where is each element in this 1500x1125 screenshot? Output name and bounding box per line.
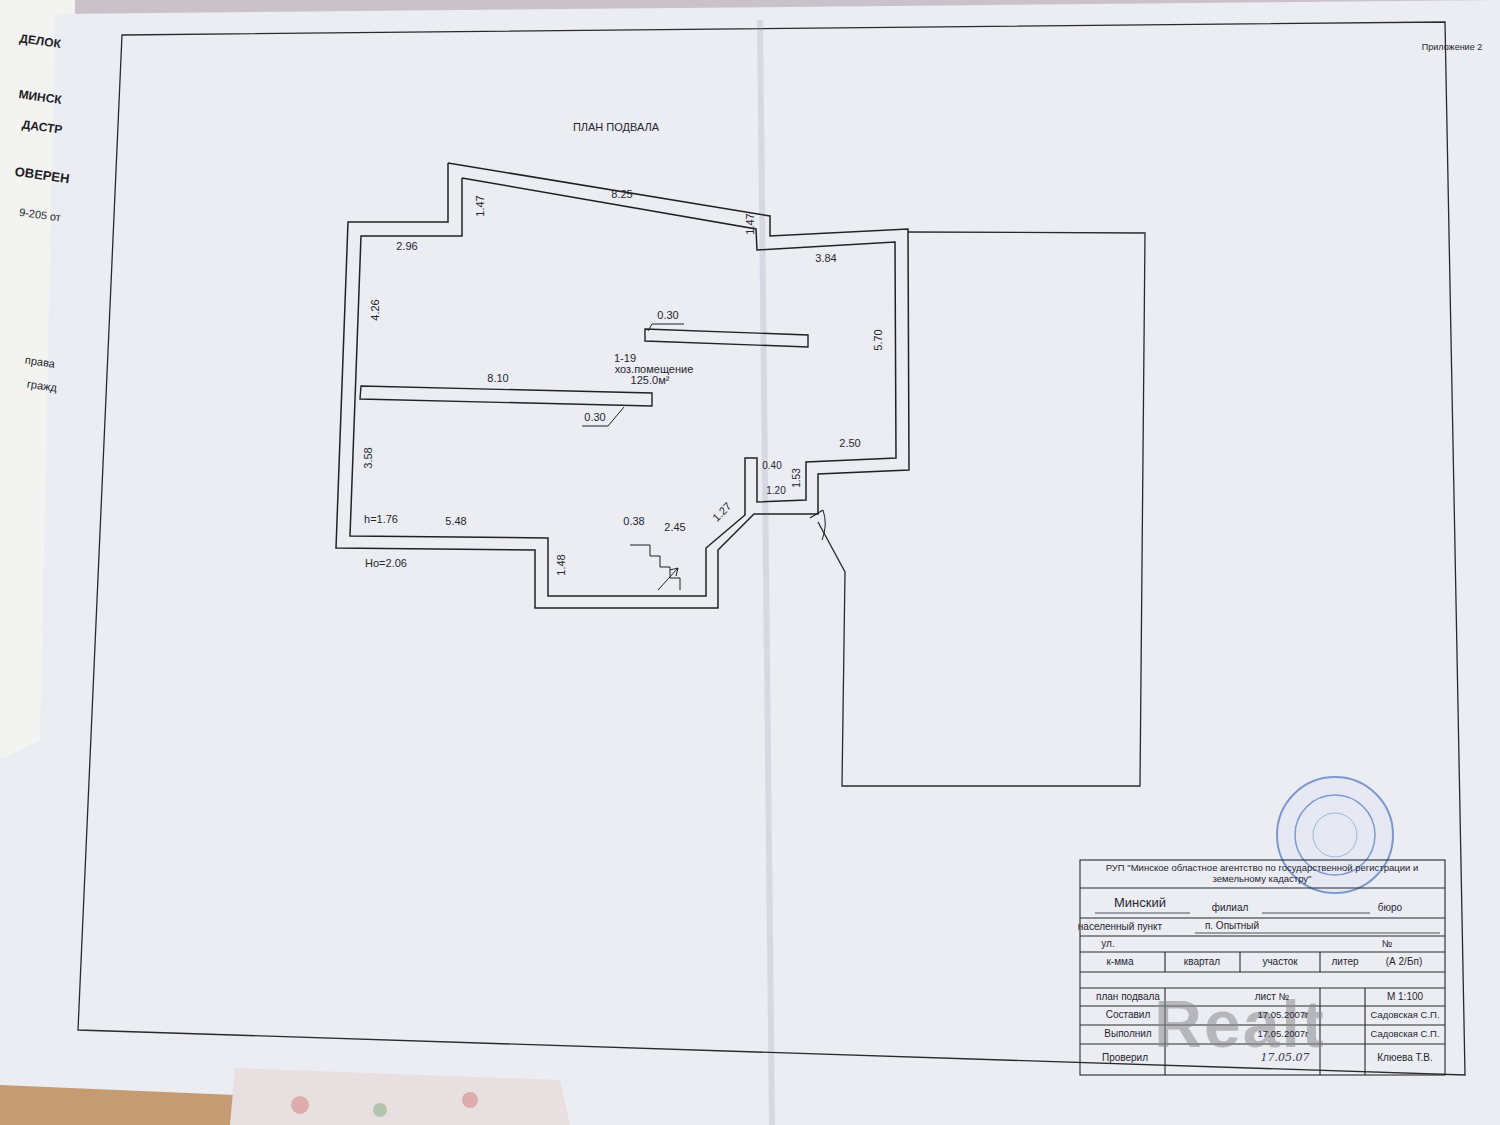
title-block-cell: (А 2/Бп) (1386, 956, 1422, 968)
dimension: 3.58 (362, 447, 375, 468)
cloth-flower (373, 1103, 387, 1117)
drawing-frame (78, 22, 1465, 1075)
title-block-cell: № (1382, 938, 1393, 950)
table-wood (0, 1085, 235, 1125)
title-block-cell: Минский (1114, 896, 1166, 911)
title-block-cell: участок (1262, 956, 1297, 968)
title-block-cell: Садовская С.П. (1370, 1010, 1439, 1021)
room-area: 125.0м² (631, 374, 670, 386)
dimension: 8.10 (487, 372, 508, 385)
title-block-cell: Садовская С.П. (1370, 1029, 1439, 1040)
title-block-cell: 17.05.2007г (1257, 1010, 1308, 1021)
cloth-flower (462, 1092, 478, 1108)
title-block-cell: Составил (1106, 1009, 1151, 1021)
dimension: 2.96 (396, 240, 417, 253)
leader-line (582, 407, 624, 426)
dimension: 2.45 (664, 521, 685, 534)
dimension: 1.20 (766, 485, 785, 497)
dimension: 0.30 (584, 411, 605, 424)
underlying-document-text: ДАСТР (21, 118, 63, 137)
title-block-cell: к-мма (1106, 956, 1133, 968)
sheet-note: Приложение 2 (1422, 42, 1482, 52)
underlying-document-text: 9-205 от (18, 206, 61, 224)
dimension: 0.30 (657, 309, 678, 322)
title-block-cell: 17.05.2007г (1257, 1029, 1308, 1040)
partition-wall (360, 386, 652, 406)
footprint-outline (818, 232, 1145, 786)
stamp (1313, 813, 1357, 857)
basement-room: 1-19хоз.помещение125.0м² (335, 160, 910, 610)
dimension: 1.47 (474, 195, 487, 216)
dimension: 5.70 (872, 329, 885, 350)
dimension: 2.50 (839, 437, 860, 450)
cloth (230, 1068, 570, 1125)
title-block-cell: бюро (1378, 902, 1402, 914)
dimension: 8.25 (611, 188, 632, 201)
leader-line (648, 324, 652, 331)
underlying-document-text: МИНСК (18, 88, 63, 108)
dimension: h=1.76 (364, 513, 398, 526)
underlying-document-text: ДЕЛОК (18, 32, 61, 51)
title-block-cell: РУП "Минское областное агентство по госу… (1097, 863, 1427, 885)
dimension: 1.27 (710, 500, 734, 524)
wall-line (336, 163, 909, 608)
stair-arrow (658, 568, 678, 590)
dimension: 4.26 (369, 299, 382, 320)
title-block-cell: 17.05.07 (1261, 1052, 1310, 1065)
dimension: 1.47 (744, 213, 757, 234)
dimension: 1.48 (555, 554, 568, 575)
title-block-cell: М 1:100 (1387, 991, 1423, 1003)
dimension: 0.40 (762, 460, 781, 472)
room-number: 1-19 (614, 352, 636, 364)
underlying-document-text: гражд (26, 378, 57, 395)
title-block-cell: Клюева Т.В. (1377, 1052, 1433, 1064)
title-block-cell: филиал (1212, 902, 1249, 914)
dimension: 0.38 (623, 515, 644, 528)
dimension: Ho=2.06 (365, 557, 407, 570)
underlying-document-text: права (24, 354, 55, 371)
room-walls (335, 160, 910, 610)
title-block-cell: п. Опытный (1205, 920, 1259, 932)
title-block-cell: литер (1331, 956, 1358, 968)
title-block-cell: квартал (1184, 956, 1220, 968)
wall-line (350, 178, 896, 596)
door-swing (822, 510, 825, 540)
title-block-cell: Проверил (1102, 1052, 1148, 1064)
dimension: 3.84 (815, 252, 836, 265)
title-block (1080, 860, 1445, 1075)
title-block-cell: ул. (1101, 938, 1114, 950)
title-block-cell: населенный пункт (1078, 921, 1162, 933)
cloth-flower (291, 1096, 309, 1114)
title-block-cell: Выполнил (1104, 1028, 1151, 1040)
stair-steps (630, 545, 680, 590)
plan-title: ПЛАН ПОДВАЛА (573, 121, 659, 134)
partition-wall (645, 329, 808, 347)
title-block-cell: лист № (1255, 991, 1290, 1003)
dimension: 1.53 (791, 468, 803, 487)
room-name: хоз.помещение (615, 363, 694, 375)
stair-arrow (670, 568, 678, 576)
leader-line (652, 324, 684, 325)
paper-fold (760, 20, 772, 1125)
title-block-cell: план подвала (1096, 991, 1160, 1003)
underlying-document-text: ОВЕРЕН (14, 165, 70, 187)
dimension: 5.48 (445, 515, 466, 528)
